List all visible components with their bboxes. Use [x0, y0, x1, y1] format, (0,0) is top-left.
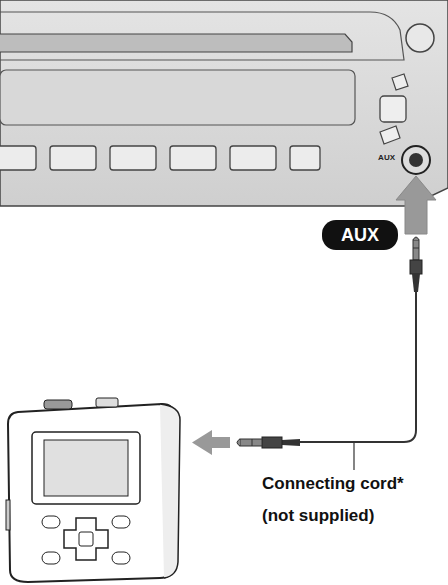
aux-jack	[402, 146, 430, 174]
portable-player	[6, 398, 180, 582]
faceplate	[0, 0, 448, 206]
cd-slot	[0, 34, 352, 52]
jack-label: AUX	[378, 153, 395, 162]
aux-badge-label: AUX	[341, 225, 379, 246]
leader-line	[353, 443, 354, 470]
part-name: Connecting cord*	[262, 474, 404, 494]
preset-buttons	[0, 146, 320, 170]
upper-plug	[410, 237, 422, 292]
cable	[300, 292, 416, 442]
lower-plug	[237, 437, 300, 448]
aux-badge	[322, 220, 398, 250]
display-panel	[0, 70, 355, 125]
supply-note: (not supplied)	[262, 506, 374, 526]
insert-arrow	[396, 176, 436, 234]
insert-arrow	[192, 430, 230, 455]
control-knob	[406, 24, 434, 52]
